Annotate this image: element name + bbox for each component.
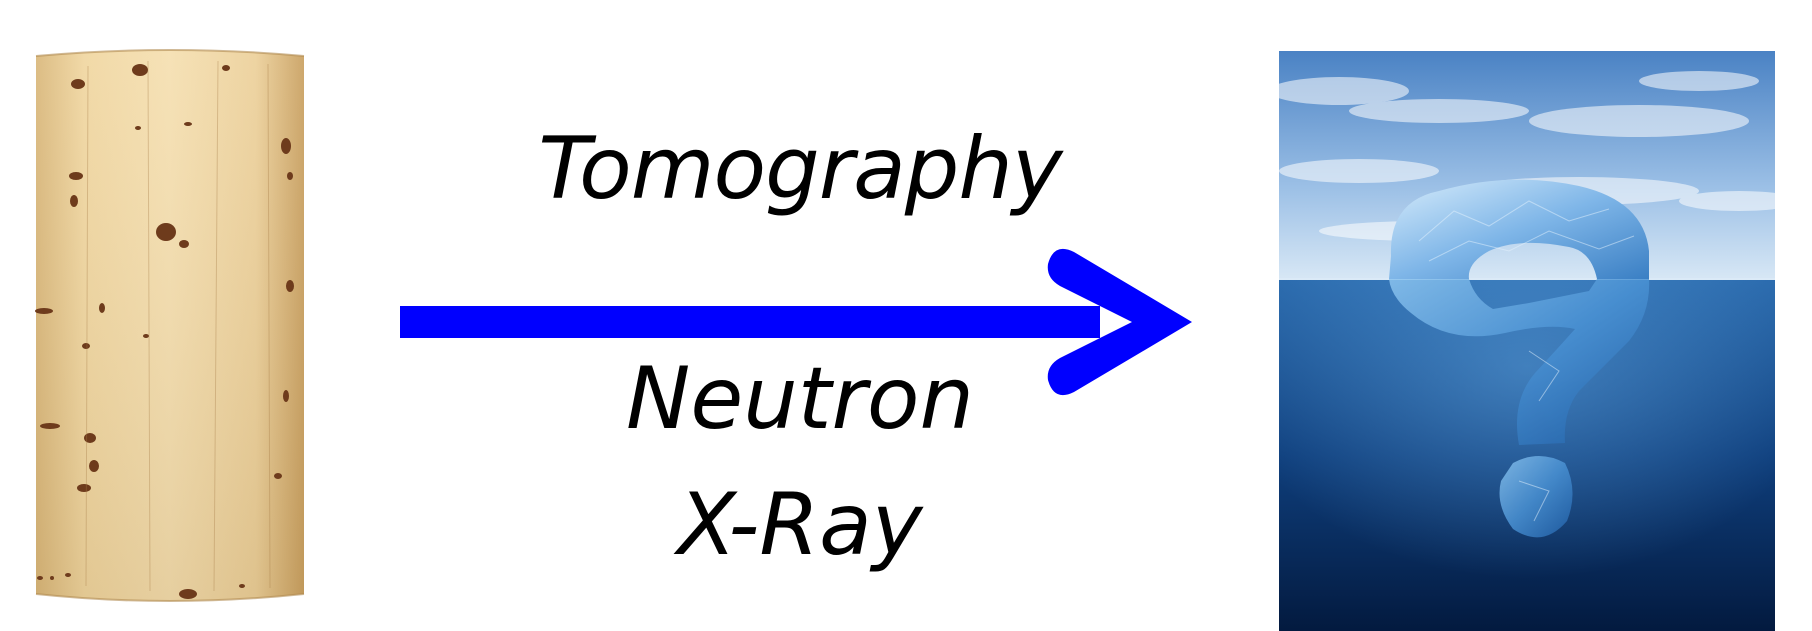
label-x-ray: X-Ray <box>677 475 923 575</box>
label-neutron: Neutron <box>626 349 974 449</box>
label-tomography: Tomography <box>538 119 1063 219</box>
right-arrow-icon <box>400 248 1192 396</box>
wine-cork-image <box>35 49 305 602</box>
iceberg-question-mark-image <box>1279 51 1775 631</box>
